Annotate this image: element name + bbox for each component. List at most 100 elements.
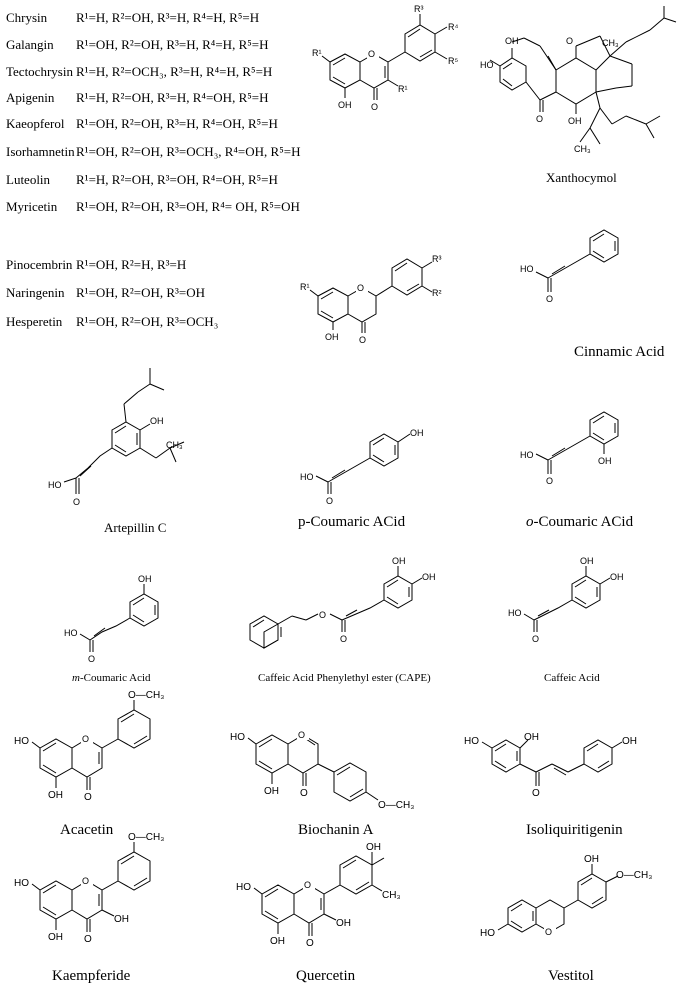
isoliquiritigenin-caption: Isoliquiritigenin: [526, 822, 623, 838]
acacetin-structure: O HO OH O O—CH₃: [14, 690, 164, 803]
hydroxyl-label: OH: [336, 918, 351, 929]
hydroxyl-label: HO: [48, 480, 62, 490]
hydroxyl-label: OH: [505, 36, 519, 46]
vestitol-caption: Vestitol: [548, 968, 594, 984]
hydroxyl-label: HO: [520, 450, 534, 460]
hydroxyl-label: HO: [480, 60, 494, 70]
hydroxyl-label: HO: [508, 608, 522, 618]
ring-oxygen-label: O: [545, 927, 552, 937]
r1-label: R¹: [300, 282, 310, 292]
hydroxyl-label: OH: [150, 416, 164, 426]
flavanone-scaffold-structure: O O OH R¹ R² R³: [300, 254, 442, 345]
cinnamic-acid-caption: Cinnamic Acid: [574, 344, 665, 360]
hydroxyl-label: OH: [48, 932, 63, 943]
hydroxyl-label: OH: [138, 574, 152, 584]
hydroxyl-label: OH: [568, 116, 582, 126]
methoxy-label: O—CH₃: [378, 800, 414, 811]
methoxy-label: O—CH₃: [128, 832, 164, 843]
hydroxyl-label: OH: [622, 736, 637, 747]
kaempferide-caption: Kaempferide: [52, 968, 131, 984]
ester-oxygen-label: O: [319, 610, 326, 620]
cinnamic-acid-structure: HO O: [520, 229, 619, 304]
hydroxyl-label: OH: [270, 936, 285, 947]
ketone-oxygen-label: O: [536, 114, 543, 124]
carbonyl-oxygen-label: O: [359, 335, 366, 345]
list-item: IsorhamnetinR¹=OH, R²=OH, R³=OCH₃, R⁴=OH…: [6, 144, 301, 159]
isoliquiritigenin-structure: HO OH O OH: [464, 732, 637, 799]
o-coumaric-acid-caption: o-Coumaric ACid: [526, 514, 634, 530]
hydroxyl-label: OH: [392, 556, 406, 566]
hydroxyl-label: HO: [14, 878, 29, 889]
hydroxyl-label: OH: [338, 100, 352, 110]
hydroxyl-label: OH: [598, 456, 612, 466]
r3-label: R³: [414, 4, 424, 14]
cape-caption: Caffeic Acid Phenylethyl ester (CAPE): [258, 672, 431, 684]
hydroxyl-label: OH: [422, 572, 436, 582]
hydroxyl-label: OH: [325, 332, 339, 342]
carbonyl-oxygen-label: O: [532, 788, 540, 799]
quercetin-structure: O HO OH O OH OH CH₃: [236, 842, 401, 949]
caffeic-acid-caption: Caffeic Acid: [544, 672, 600, 684]
carbonyl-oxygen-label: O: [326, 496, 333, 506]
hydroxyl-label: OH: [366, 842, 381, 853]
p-coumaric-acid-caption: p-Coumaric ACid: [298, 514, 406, 530]
hydroxyl-label: OH: [610, 572, 624, 582]
r3-label: R³: [432, 254, 442, 264]
carbonyl-oxygen-label: O: [306, 938, 314, 949]
hydroxyl-label: HO: [236, 882, 251, 893]
carbonyl-oxygen-label: O: [73, 497, 80, 507]
o-coumaric-acid-structure: OH HO O: [520, 411, 619, 486]
quercetin-caption: Quercetin: [296, 968, 356, 984]
carbonyl-oxygen-label: O: [546, 476, 553, 486]
p-coumaric-acid-structure: OH HO O: [300, 428, 424, 506]
biochanin-a-caption: Biochanin A: [298, 822, 374, 838]
acacetin-caption: Acacetin: [60, 822, 114, 838]
m-coumaric-acid-caption: m-Coumaric Acid: [72, 672, 151, 684]
flavone-scaffold-structure: O O OH R¹ R¹ R³ R⁴ R⁵: [312, 4, 458, 112]
hydroxyl-label: OH: [48, 790, 63, 801]
hydroxyl-label: OH: [264, 786, 279, 797]
methoxy-label: O—CH₃: [616, 870, 652, 881]
ring-oxygen-label: O: [82, 734, 89, 744]
hydroxyl-label: HO: [480, 928, 495, 939]
caffeic-acid-structure: OH OH HO O: [508, 556, 624, 644]
methyl-label: CH₃: [602, 38, 619, 48]
m-coumaric-acid-structure: OH HO O: [64, 574, 159, 664]
ring-oxygen-label: O: [298, 730, 305, 740]
ring-oxygen-label: O: [368, 49, 375, 59]
ring-oxygen-label: O: [304, 880, 311, 890]
carbonyl-oxygen-label: O: [371, 102, 378, 112]
r5-label: R⁵: [448, 56, 458, 66]
r1-label: R¹: [312, 48, 322, 58]
hydroxyl-label: OH: [584, 854, 599, 865]
carbonyl-oxygen-label: O: [532, 634, 539, 644]
carbonyl-oxygen-label: O: [300, 788, 308, 799]
methyl-label: CH₃: [166, 440, 183, 450]
carbonyl-oxygen-label: O: [546, 294, 553, 304]
hydroxyl-label: HO: [64, 628, 78, 638]
hydroxyl-label: OH: [410, 428, 424, 438]
xanthocymol-structure: HO OH O OH O CH₃ CH₃: [480, 6, 677, 154]
r1-label: R¹: [398, 84, 408, 94]
hydroxyl-label: OH: [524, 732, 539, 743]
artepillin-c-structure: OH HO O CH₃: [48, 368, 185, 507]
biochanin-a-structure: O HO OH O O—CH₃: [230, 730, 414, 811]
carbonyl-oxygen-label: O: [88, 654, 95, 664]
cape-structure: OH OH O O: [249, 556, 436, 649]
vestitol-structure: O HO OH O—CH₃: [480, 854, 652, 939]
kaempferide-structure: O HO OH O OH O—CH₃: [14, 832, 164, 945]
ketone-oxygen-label: O: [566, 36, 573, 46]
artepillin-c-caption: Artepillin C: [104, 520, 167, 535]
hydroxyl-label: HO: [230, 732, 245, 743]
hydroxyl-label: OH: [114, 914, 129, 925]
